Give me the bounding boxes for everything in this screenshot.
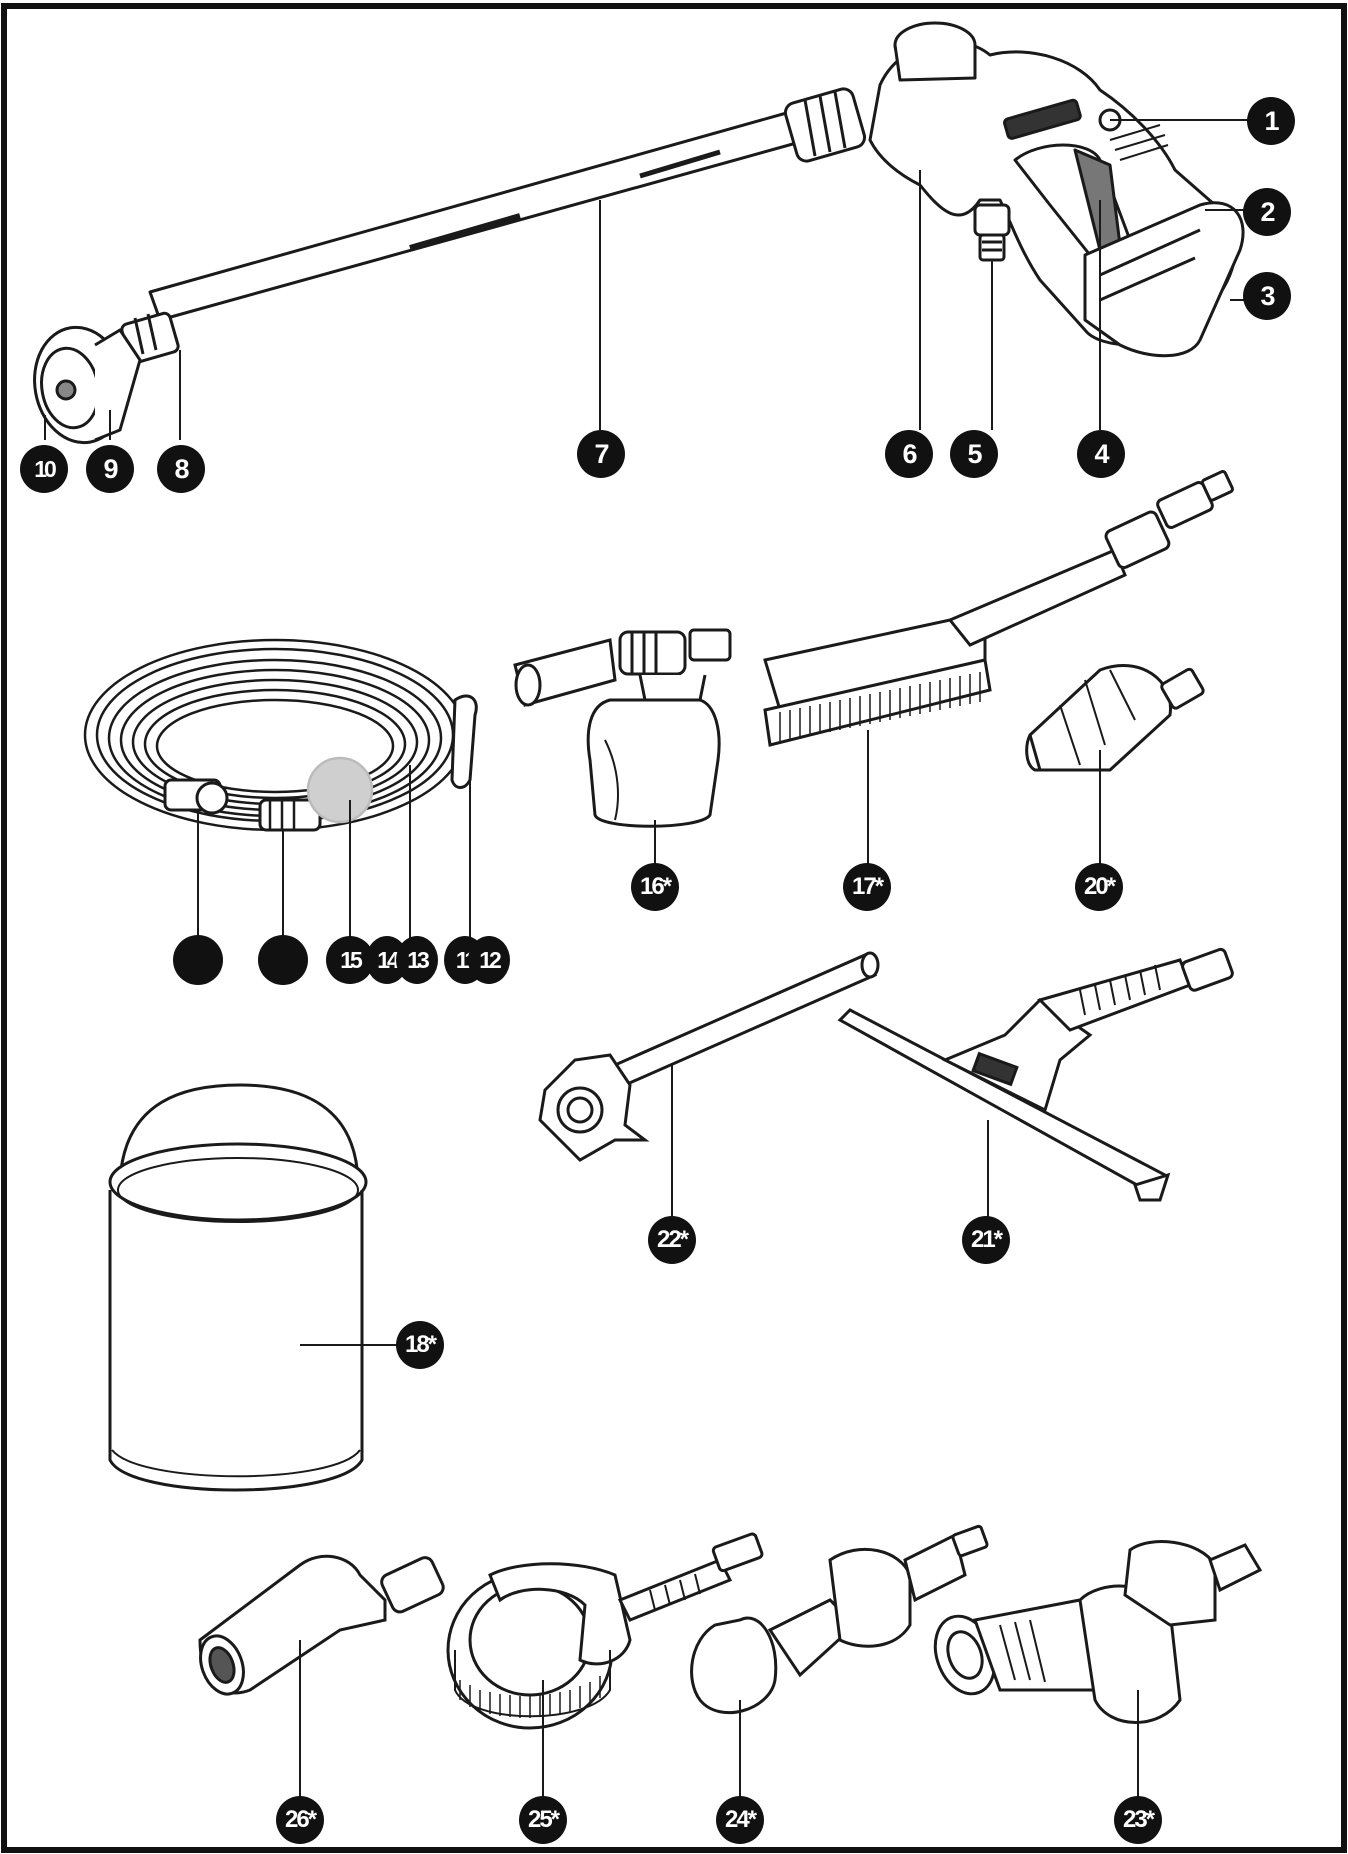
- label-6: 6: [885, 430, 933, 478]
- extension-lance: [538, 951, 880, 1220]
- label-24: 24*: [716, 1796, 764, 1844]
- rotating-brush: [446, 1532, 764, 1800]
- gun-leaders: [44, 119, 1250, 440]
- pressure-washer-gun: [33, 21, 1245, 445]
- label-3: 3: [1243, 272, 1291, 320]
- collapsible-bucket: [108, 1083, 400, 1492]
- label-22: 22*: [648, 1216, 696, 1264]
- foam-bottle: [513, 628, 732, 870]
- label-4: 4: [1077, 430, 1125, 478]
- label-20: 20*: [1075, 863, 1123, 911]
- label-18: 18*: [396, 1321, 444, 1369]
- angled-adapter: [933, 1540, 1263, 1800]
- label-5: 5: [950, 430, 998, 478]
- label-21: 21*: [962, 1216, 1010, 1264]
- label-1: 1: [1247, 97, 1295, 145]
- hose-reel: [83, 638, 478, 960]
- nozzle-adapter: [690, 1524, 989, 1800]
- label-9: 9: [86, 445, 134, 493]
- label-8: 8: [157, 445, 205, 493]
- hose-fitting-marker-b: [258, 935, 308, 985]
- label-25: 25*: [519, 1796, 567, 1844]
- label-17: 17*: [843, 863, 891, 911]
- turbo-nozzle: [1025, 664, 1205, 870]
- hose-fitting-marker-a: [173, 935, 223, 985]
- label-26: 26*: [276, 1796, 324, 1844]
- label-7: 7: [577, 430, 625, 478]
- label-12: 12: [468, 936, 510, 984]
- page-border: [1, 3, 1347, 1853]
- label-10: 10: [20, 445, 68, 493]
- label-13: 13: [396, 936, 438, 984]
- label-2: 2: [1243, 188, 1291, 236]
- wash-brush: [763, 470, 1234, 870]
- label-16: 16*: [631, 863, 679, 911]
- label-23: 23*: [1114, 1796, 1162, 1844]
- short-nozzle: [198, 1554, 445, 1800]
- window-squeegee: [837, 947, 1234, 1220]
